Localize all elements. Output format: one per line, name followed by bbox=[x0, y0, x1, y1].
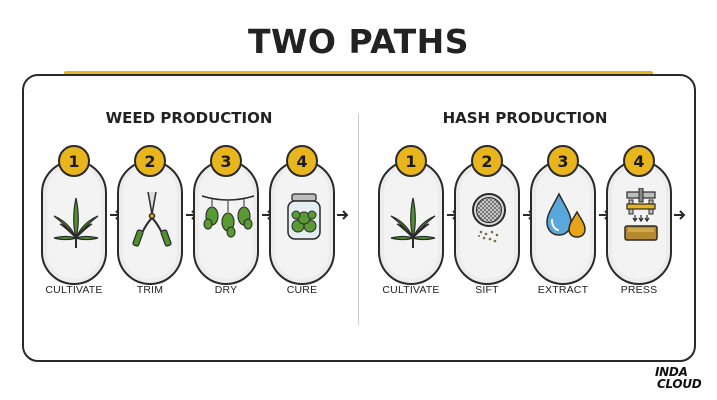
logo-line2: CLOUD bbox=[657, 377, 702, 391]
brand-logo: INDA CLOUD bbox=[655, 366, 715, 396]
step-label: CULTIVATE bbox=[45, 284, 103, 296]
step-pill bbox=[454, 160, 520, 285]
step-pill bbox=[117, 160, 183, 285]
logo-line1: INDA bbox=[655, 365, 688, 379]
droplets-icon bbox=[546, 192, 586, 238]
pruning-shears-icon bbox=[132, 191, 172, 247]
step-number: 2 bbox=[134, 145, 166, 177]
step-label: TRIM bbox=[136, 284, 164, 296]
hanging-buds-icon bbox=[201, 195, 255, 238]
step-pill bbox=[193, 160, 259, 285]
step-number: 4 bbox=[286, 145, 318, 177]
hash-production-title: HASH PRODUCTION bbox=[442, 109, 608, 127]
step-number: 2 bbox=[471, 145, 503, 177]
step-pill bbox=[378, 160, 444, 285]
rosin-press-icon bbox=[624, 188, 658, 241]
step-number: 3 bbox=[547, 145, 579, 177]
step-label: EXTRACT bbox=[537, 284, 589, 296]
step-pill bbox=[269, 160, 335, 285]
step-label: SIFT bbox=[475, 284, 499, 296]
step-label: DRY bbox=[214, 284, 238, 296]
step-label: PRESS bbox=[620, 284, 658, 296]
cannabis-leaf-icon bbox=[390, 197, 436, 248]
weed-production-title: WEED PRODUCTION bbox=[105, 109, 273, 127]
cannabis-leaf-icon bbox=[53, 197, 99, 248]
arrow-right-icon bbox=[674, 210, 686, 220]
step-label: CULTIVATE bbox=[382, 284, 440, 296]
step-pill bbox=[41, 160, 107, 285]
step-label: CURE bbox=[286, 284, 318, 296]
step-number: 3 bbox=[210, 145, 242, 177]
arrow-right-icon bbox=[337, 210, 349, 220]
step-number: 1 bbox=[395, 145, 427, 177]
step-number: 1 bbox=[58, 145, 90, 177]
step-pill bbox=[530, 160, 596, 285]
jar-icon bbox=[287, 193, 321, 240]
panel-divider bbox=[358, 113, 359, 325]
sieve-icon bbox=[472, 193, 506, 243]
step-pill bbox=[606, 160, 672, 285]
title-underline bbox=[64, 71, 653, 75]
step-number: 4 bbox=[623, 145, 655, 177]
page-title: TWO PATHS bbox=[248, 22, 469, 61]
